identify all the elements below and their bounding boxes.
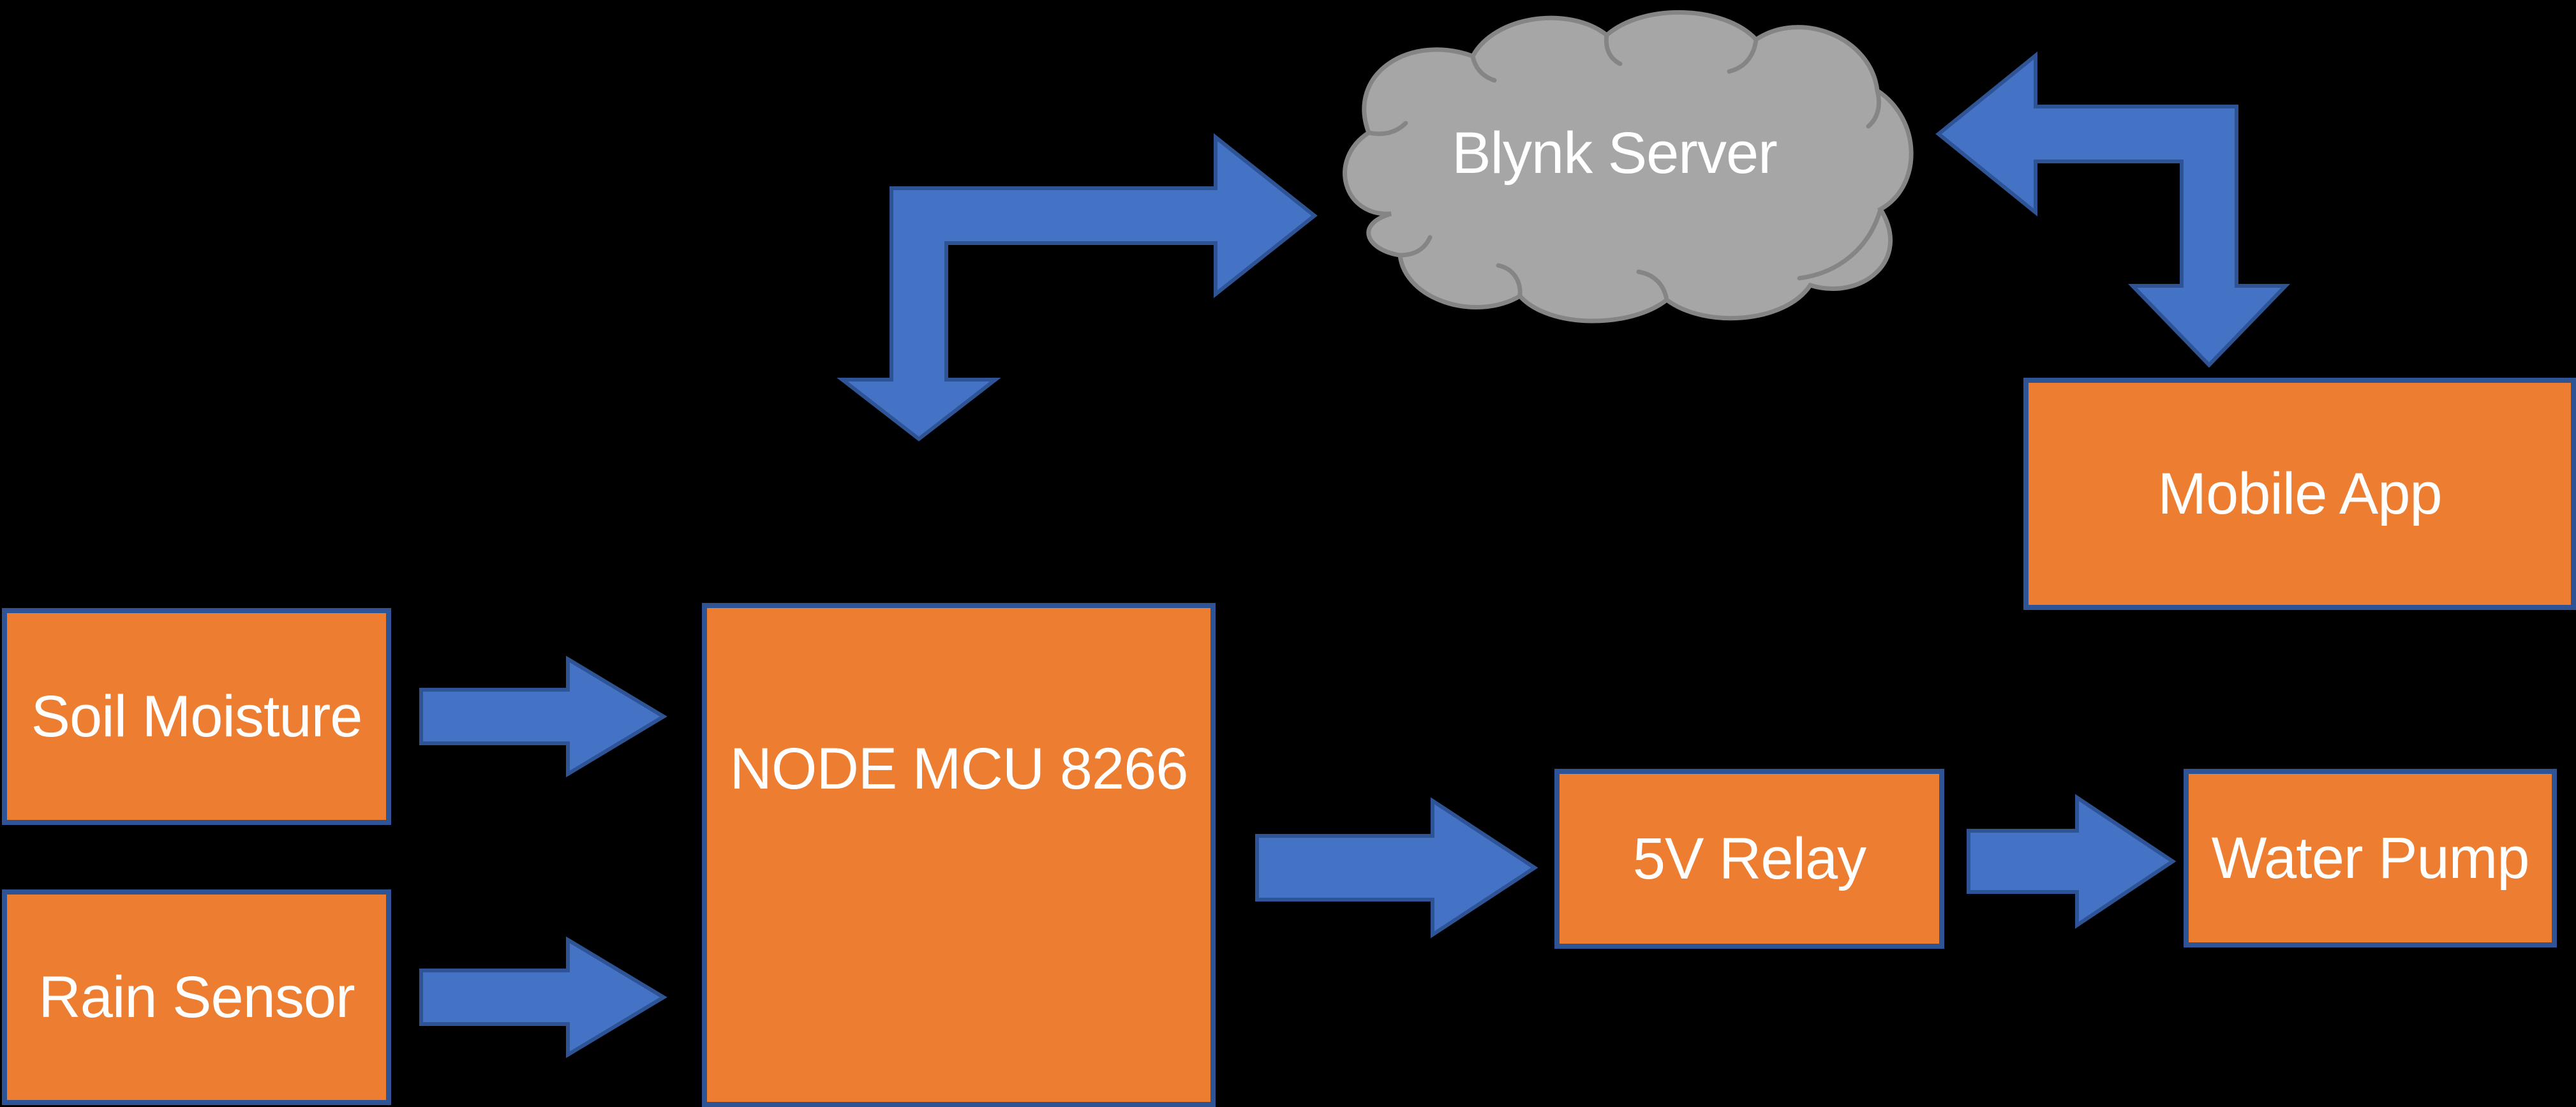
rain-sensor-node: Rain Sensor: [2, 889, 391, 1105]
cloud-inner-arc: [1366, 121, 1408, 137]
water-pump-label: Water Pump: [2211, 825, 2530, 891]
arrow-nodemcu-blynk-server: [837, 133, 1318, 442]
cloud-inner-arc: [1604, 33, 1623, 66]
nodemcu-label: NODE MCU 8266: [729, 736, 1188, 801]
mobile-app-node: Mobile App: [2023, 378, 2576, 610]
cloud-inner-arc: [1727, 37, 1759, 74]
arrow-relay-to-water-pump: [1967, 794, 2177, 929]
arrow-soil-moisture-to-nodemcu: [419, 655, 667, 778]
nodemcu-node: NODE MCU 8266: [702, 603, 1216, 1107]
water-pump-node: Water Pump: [2184, 769, 2557, 947]
mobile-app-label: Mobile App: [2157, 461, 2442, 526]
cloud-shape: [1343, 10, 1914, 323]
cloud-inner-arc: [1636, 269, 1669, 302]
rain-sensor-label: Rain Sensor: [38, 964, 355, 1030]
cloud-inner-arc: [1866, 88, 1881, 129]
cloud-inner-arc: [1470, 54, 1497, 83]
soil-moisture-node: Soil Moisture: [2, 608, 391, 825]
relay-node: 5V Relay: [1554, 769, 1944, 949]
arrow-blynk-server-mobile-app: [1935, 51, 2291, 368]
relay-label: 5V Relay: [1632, 826, 1866, 891]
blynk-server-cloud: [1343, 10, 1914, 323]
arrow-rain-sensor-to-nodemcu: [419, 936, 667, 1059]
cloud-inner-arc: [1797, 207, 1883, 281]
arrow-nodemcu-to-relay: [1255, 797, 1538, 939]
soil-moisture-label: Soil Moisture: [31, 683, 363, 749]
cloud-inner-arc: [1496, 263, 1523, 299]
cloud-inner-arc: [1397, 235, 1433, 258]
